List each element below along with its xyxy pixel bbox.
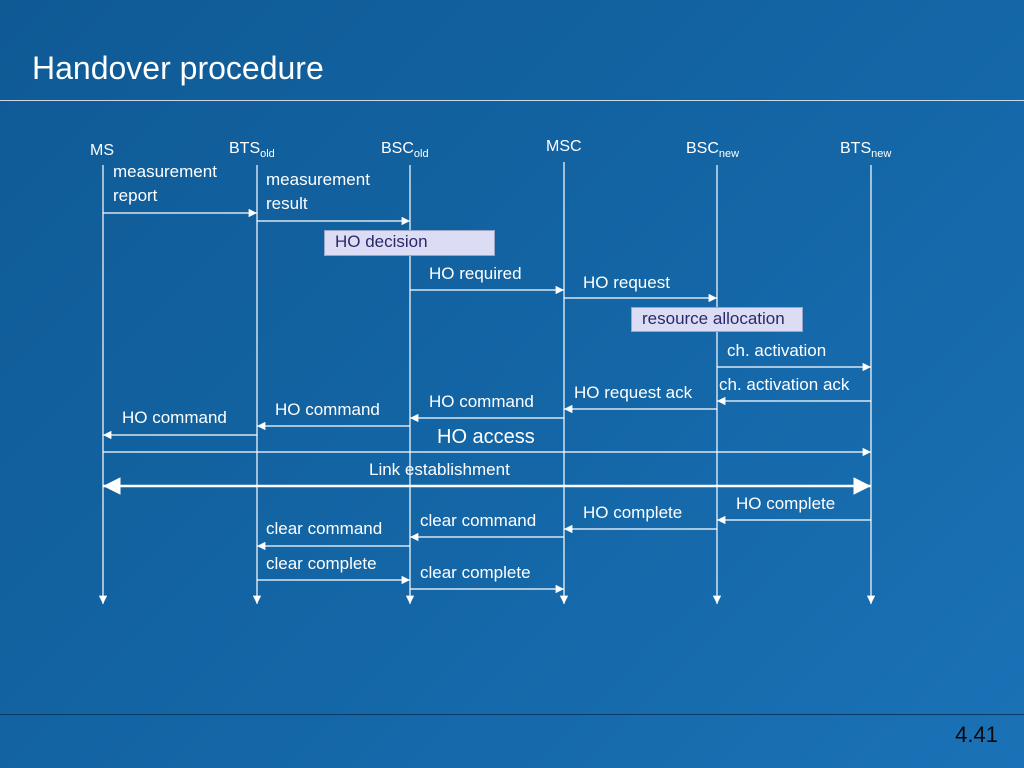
- msg-label-ch-activation: ch. activation: [727, 341, 827, 360]
- entity-name: BTS: [840, 140, 872, 157]
- msg-label-ho-request: HO request: [583, 273, 670, 292]
- entity-subscript: old: [260, 148, 275, 160]
- entity-name: MSC: [546, 138, 582, 155]
- msg-label-link-establishment: Link establishment: [369, 460, 510, 479]
- entity-bts-new: BTSnew: [840, 140, 892, 160]
- msg-label-ho-required: HO required: [429, 264, 522, 283]
- label-line: result: [266, 194, 308, 213]
- entity-name: BSC: [686, 140, 719, 157]
- msg-label-ch-activation-ack: ch. activation ack: [719, 375, 850, 394]
- msg-label-ho-complete-bts: HO complete: [736, 494, 836, 513]
- msg-label-ho-complete-bsc: HO complete: [583, 503, 683, 522]
- msg-label-clear-complete-bsc: clear complete: [420, 563, 531, 582]
- label-line: measurement: [266, 170, 370, 189]
- title-divider: [0, 100, 1024, 101]
- msg-label-measurement-result: measurement result: [266, 168, 370, 216]
- entity-subscript: new: [871, 148, 892, 160]
- entity-name: MS: [90, 142, 114, 159]
- entity-name: BSC: [381, 140, 414, 157]
- entity-name: BTS: [229, 140, 261, 157]
- ho-decision-box: HO decision: [324, 230, 495, 256]
- entity-subscript: new: [718, 148, 740, 160]
- entity-subscript: old: [413, 148, 429, 160]
- entity-bts-old: BTSold: [229, 140, 275, 160]
- label-line: measurement: [113, 162, 217, 181]
- entity-bsc-new: BSCnew: [686, 140, 740, 160]
- msg-label-clear-complete-bts: clear complete: [266, 554, 377, 573]
- slide-title: Handover procedure: [32, 50, 324, 86]
- msg-label-ho-command-msc: HO command: [429, 392, 534, 411]
- entity-msc: MSC: [546, 138, 582, 156]
- slide-number: 4.41: [955, 722, 998, 747]
- entity-bsc-old: BSCold: [381, 140, 429, 160]
- label-line: report: [113, 186, 158, 205]
- msg-label-measurement-report: measurement report: [113, 160, 217, 208]
- resource-allocation-box: resource allocation: [631, 307, 803, 332]
- msg-label-clear-command-msc: clear command: [420, 511, 537, 530]
- msg-label-ho-command-bsc: HO command: [275, 400, 380, 419]
- msg-label-ho-access: HO access: [437, 426, 535, 448]
- entity-ms: MS: [90, 142, 114, 160]
- msg-label-ho-request-ack: HO request ack: [574, 383, 693, 402]
- msg-label-ho-command-bts: HO command: [122, 408, 227, 427]
- footer-divider: [0, 714, 1024, 715]
- msg-label-clear-command-bsc: clear command: [266, 519, 383, 538]
